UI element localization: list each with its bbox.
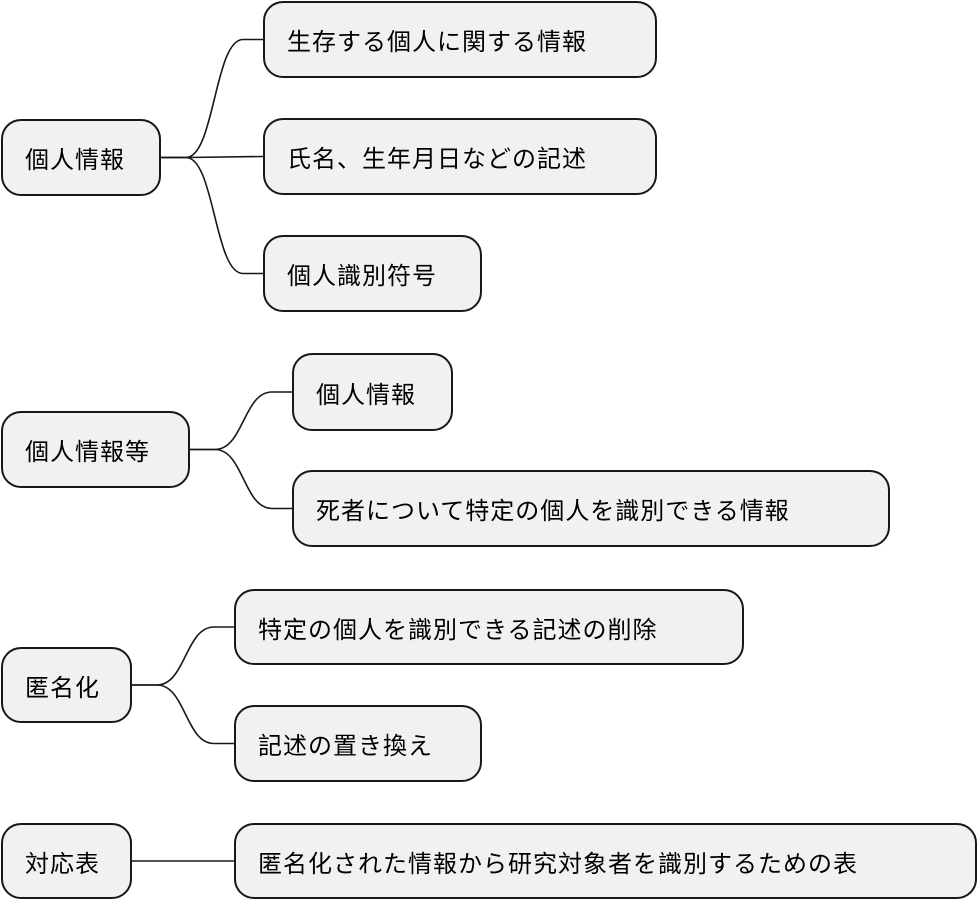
child-node: 記述の置き換え [234, 705, 482, 782]
node-label: 特定の個人を識別できる記述の削除 [258, 615, 658, 644]
child-node: 個人情報 [292, 353, 453, 431]
node-label: 匿名化 [25, 673, 100, 702]
connector-line [161, 38, 263, 159]
connector-line [132, 626, 234, 686]
child-node: 氏名、生年月日などの記述 [263, 118, 657, 195]
connector-line [161, 156, 263, 275]
node-label: 死者について特定の個人を識別できる情報 [316, 497, 790, 525]
node-label: 個人情報等 [25, 438, 150, 466]
root-node-correspondence-table: 対応表 [1, 823, 132, 899]
connector-line [190, 448, 292, 510]
root-node-personal-info: 個人情報 [1, 119, 161, 196]
child-node: 特定の個人を識別できる記述の削除 [234, 589, 744, 665]
node-label: 匿名化された情報から研究対象者を識別するための表 [258, 849, 858, 878]
child-node: 死者について特定の個人を識別できる情報 [292, 470, 890, 547]
node-label: 個人識別符号 [287, 262, 437, 290]
node-label: 個人情報 [25, 146, 125, 174]
node-label: 記述の置き換え [258, 732, 433, 760]
root-node-personal-info-etc: 個人情報等 [1, 411, 190, 488]
child-node: 生存する個人に関する情報 [263, 1, 657, 78]
connector-line [132, 684, 234, 745]
node-label: 生存する個人に関する情報 [287, 28, 587, 56]
node-label: 氏名、生年月日などの記述 [287, 145, 587, 173]
node-label: 対応表 [25, 849, 100, 878]
child-node: 個人識別符号 [263, 235, 482, 312]
root-node-anonymization: 匿名化 [1, 647, 132, 723]
node-label: 個人情報 [316, 380, 416, 409]
child-node: 匿名化された情報から研究対象者を識別するための表 [234, 823, 977, 899]
connector-line [190, 391, 292, 451]
